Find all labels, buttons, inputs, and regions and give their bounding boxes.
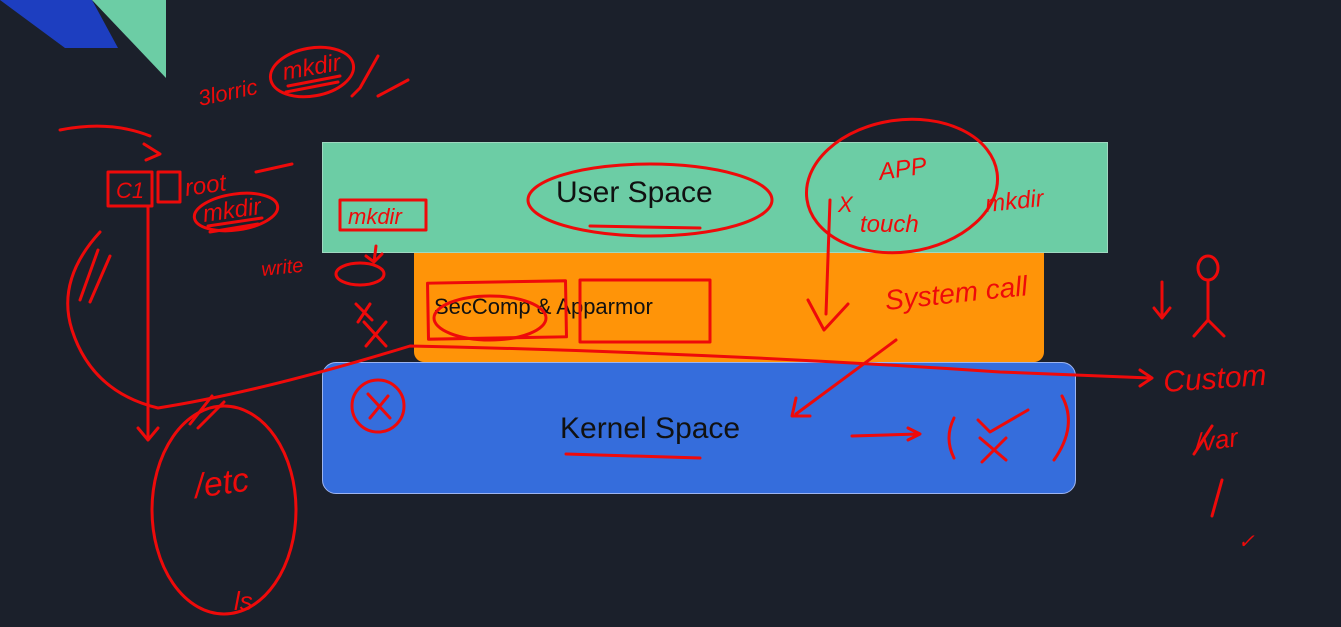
corner-light-shape xyxy=(92,0,166,78)
c1-box-small xyxy=(156,170,182,204)
arrow-write-down xyxy=(364,244,384,264)
apparmor-box xyxy=(578,278,712,344)
circle-etc xyxy=(150,404,298,616)
ann-check-mark: ✓ xyxy=(1238,531,1255,553)
secure-layer-box xyxy=(414,253,1044,362)
arrow-to-custom xyxy=(1138,368,1154,388)
stick-figure-head xyxy=(1196,254,1220,282)
bracket-right xyxy=(1052,394,1070,462)
scribble-under-mkdir-top xyxy=(284,74,342,94)
circle-mkdir-mid xyxy=(192,191,280,233)
user-space-box xyxy=(322,142,1108,253)
ann-mkdir-right: mkdir xyxy=(984,185,1046,218)
ann-blorric: 3lorric xyxy=(196,74,260,111)
big-curve-left xyxy=(66,230,1152,410)
slash-var xyxy=(1192,424,1214,456)
circle-user-space xyxy=(526,162,774,238)
underline-user-space xyxy=(588,224,702,230)
etc-slash-top xyxy=(188,394,226,430)
circle-x-kernel xyxy=(350,378,406,434)
bracket-left xyxy=(947,416,956,460)
ann-write: write xyxy=(260,255,304,281)
arrow-app-to-kernel xyxy=(806,198,850,332)
x-mark-left-b xyxy=(362,320,388,348)
user-space-label: User Space xyxy=(556,176,713,209)
ann-c1: C1 xyxy=(116,178,144,203)
ann-x-mark: X xyxy=(837,192,854,217)
ann-mkdir-left: mkdir xyxy=(348,204,403,229)
ann-system-call: System call xyxy=(883,270,1029,316)
corner-decoration xyxy=(0,0,166,78)
check-mark-kernel xyxy=(976,408,1030,434)
ann-root: root xyxy=(183,169,229,202)
stick-figure-body xyxy=(1192,278,1226,338)
x-mark-left-a xyxy=(354,302,374,324)
ann-etc: /etc xyxy=(190,461,252,507)
root-line xyxy=(254,162,294,174)
ann-touch: touch xyxy=(860,211,919,238)
c1-box xyxy=(106,170,154,208)
x-mark-bracket xyxy=(978,436,1008,464)
arrow-down-right xyxy=(1152,280,1172,320)
kernel-space-label: Kernel Space xyxy=(560,412,741,445)
arrow-left-top xyxy=(58,124,162,162)
ann-var: /var xyxy=(1191,422,1241,458)
mkdir-left-box xyxy=(338,198,428,232)
slash-marks-left xyxy=(78,248,112,304)
ann-app: APP xyxy=(875,153,928,187)
arrow-kernel-right xyxy=(850,426,922,442)
slash-er xyxy=(1210,478,1224,518)
circle-mkdir-top xyxy=(268,45,356,99)
check-stroke-top xyxy=(350,54,410,98)
x-mark-kernel xyxy=(366,392,392,420)
circle-app-touch xyxy=(804,117,1000,255)
circle-write xyxy=(334,261,386,287)
circle-seccomp xyxy=(432,294,548,342)
ann-custom: Custom xyxy=(1162,359,1267,399)
arrow-syscall-to-kernel xyxy=(790,338,898,418)
seccomp-box xyxy=(426,279,568,341)
scribble-under-mkdir-mid xyxy=(206,216,264,234)
arrow-c1-down xyxy=(136,426,160,442)
underline-kernel xyxy=(564,452,702,460)
ann-ls: ls xyxy=(234,586,253,616)
corner-dark-shape xyxy=(0,0,118,48)
